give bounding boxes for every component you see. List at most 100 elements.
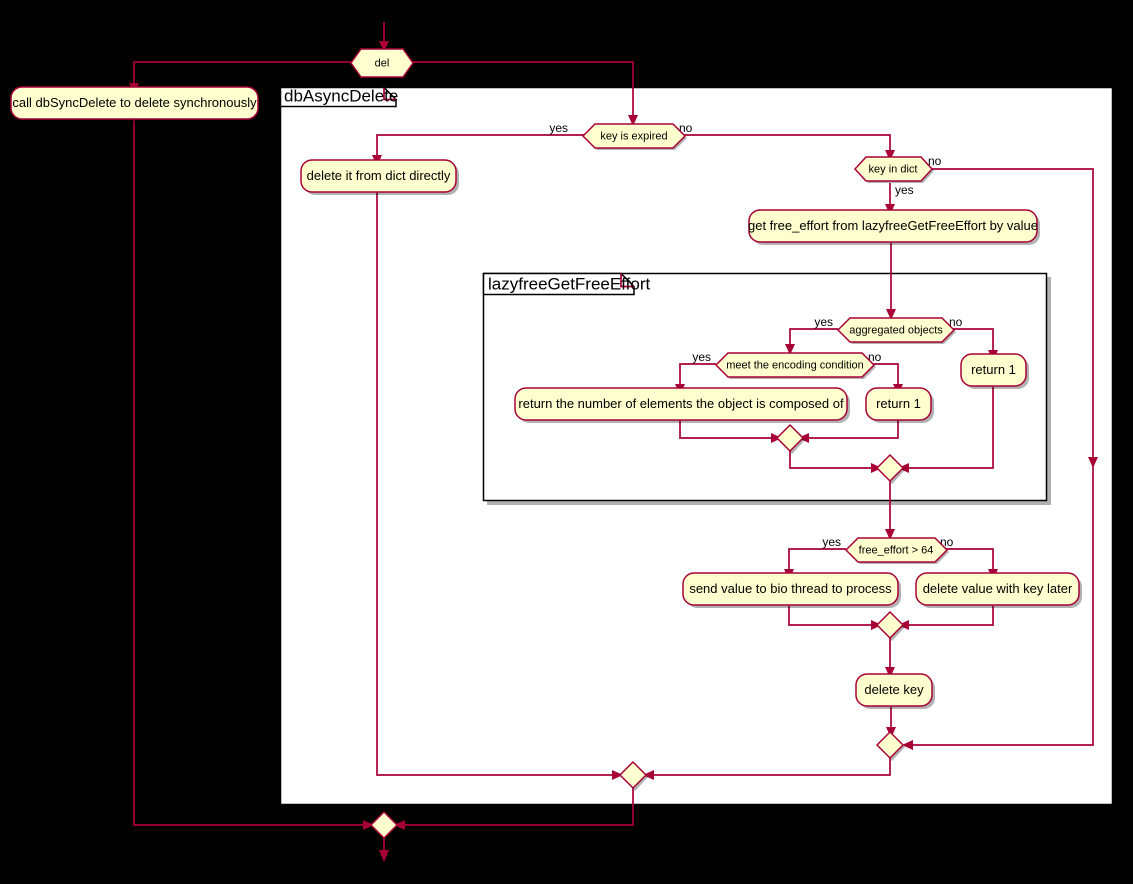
edge-del-to-sync	[133, 61, 360, 88]
edge-deletelater-to-mergeeffort	[904, 606, 994, 626]
edge-merge1-to-merge2	[789, 451, 876, 469]
node-deletedict-label: delete it from dict directly	[307, 168, 451, 183]
node-return1a-shape[interactable]	[865, 387, 932, 421]
merge-diamond-free-effort	[875, 610, 905, 641]
edge-label-keyindict-yes: yes	[895, 183, 914, 197]
edge-label-keyindict-no: no	[928, 154, 942, 168]
merge-effort-shape	[875, 610, 905, 640]
node-returnn-shape[interactable]	[514, 387, 848, 421]
node-deletelater-label: delete value with key later	[923, 581, 1073, 596]
node-aggregated-label: aggregated objects	[849, 324, 943, 336]
node-get-free-effort[interactable]: get free_effort from lazyfreeGetFreeEffo…	[748, 209, 1040, 245]
edge-mergepartition-to-final	[400, 788, 634, 826]
node-aggregated-shape[interactable]	[836, 317, 956, 343]
node-meetenc-label: meet the encoding condition	[726, 359, 864, 371]
partition-lazyfree-title: lazyfreeGetFreeEffort	[488, 274, 650, 293]
node-meet-encoding-condition[interactable]: meet the encoding condition	[714, 352, 876, 379]
edge-returnn-to-merge1	[679, 420, 776, 439]
edge-label-aggregated-no: no	[949, 315, 963, 329]
edge-aggregated-yes	[789, 328, 838, 349]
node-return-number-of-elements[interactable]: return the number of elements the object…	[514, 387, 850, 423]
node-deletekey-shape[interactable]	[855, 673, 933, 707]
node-delete-value-with-key-later[interactable]: delete value with key later	[915, 572, 1082, 608]
node-sendbio-shape[interactable]	[682, 572, 899, 606]
merge-dict-shape	[875, 730, 905, 760]
edge-label-meetenc-no: no	[868, 350, 882, 364]
node-sync-label: call dbSyncDelete to delete synchronousl…	[12, 95, 257, 110]
node-freeeffort-shape[interactable]	[844, 537, 949, 563]
node-returnn-label: return the number of elements the object…	[518, 396, 844, 411]
node-meetenc-shape[interactable]	[714, 352, 876, 378]
edge-meetenc-yes	[679, 363, 716, 389]
node-aggregated-objects[interactable]: aggregated objects	[836, 317, 956, 344]
node-return1b-label: return 1	[971, 362, 1016, 377]
arrowhead-final-end	[379, 850, 389, 862]
edge-mergedict-to-mergepartition	[649, 758, 891, 776]
node-geteffort-label: get free_effort from lazyfreeGetFreeEffo…	[748, 218, 1038, 233]
node-delete-from-dict[interactable]: delete it from dict directly	[300, 159, 459, 195]
edge-label-meetenc-yes: yes	[692, 350, 711, 364]
partition-dbAsyncDelete-tab	[279, 86, 397, 108]
node-del-label: del	[375, 57, 390, 69]
node-send-value-to-bio-thread[interactable]: send value to bio thread to process	[682, 572, 901, 608]
edge-layer: yes no yes no yes no yes	[129, 22, 1098, 862]
node-return-1-encoding[interactable]: return 1	[865, 387, 934, 423]
node-keyexpired-shape[interactable]	[581, 123, 687, 149]
arrowhead-del-keyexpired	[628, 115, 638, 126]
edge-label-aggregated-yes: yes	[814, 315, 833, 329]
edge-sendbio-to-mergeeffort	[788, 606, 876, 626]
edge-label-freeeffort-yes: yes	[822, 535, 841, 549]
node-del[interactable]: del	[350, 48, 415, 79]
merge-diamond-inner-2	[875, 453, 905, 484]
node-deletelater-shape[interactable]	[915, 572, 1080, 606]
node-deletedict-shape[interactable]	[300, 159, 457, 193]
merge-partition-shape	[618, 760, 648, 790]
node-key-in-dict[interactable]: key in dict	[853, 156, 934, 183]
arrowhead-deletedict-merge	[612, 770, 623, 780]
arrowhead-keyindict-no-mid	[1088, 457, 1098, 468]
merge-final-shape	[369, 810, 399, 840]
node-return1b-shape[interactable]	[960, 353, 1027, 387]
merge-diamond-key-in-dict	[875, 730, 905, 761]
node-key-is-expired[interactable]: key is expired	[581, 123, 687, 150]
arrowhead-aggregated-yes	[785, 344, 795, 355]
partition-dbAsyncDelete-fold	[383, 87, 396, 101]
merge-diamond-partition	[618, 760, 648, 791]
node-delete-key[interactable]: delete key	[855, 673, 935, 709]
node-keyexpired-label: key is expired	[600, 130, 667, 142]
edge-keyexpired-yes	[376, 134, 586, 160]
node-call-dbsyncdelete[interactable]: call dbSyncDelete to delete synchronousl…	[10, 86, 261, 122]
partition-lazyfree-tab	[482, 272, 635, 296]
node-deletekey-label: delete key	[864, 682, 924, 697]
edge-deletedict-to-merge	[376, 192, 617, 776]
edge-meetenc-no	[864, 363, 899, 389]
node-free-effort-gt-64[interactable]: free_effort > 64	[844, 537, 949, 564]
edge-label-keyexpired-no: no	[679, 121, 693, 135]
edge-return1b-to-merge2	[904, 387, 994, 469]
node-sync-shape[interactable]	[10, 86, 259, 120]
arrowhead-keyexpired-no	[885, 150, 895, 161]
partition-lazyfree-frame	[482, 272, 1048, 502]
arrowhead-merge2-freeeffort	[885, 529, 895, 540]
edge-label-keyexpired-yes: yes	[549, 121, 568, 135]
arrowhead-mergedict-mergepartition	[643, 770, 654, 780]
arrowhead-start-del	[379, 41, 389, 52]
edge-sync-to-final-merge	[133, 117, 368, 826]
edge-aggregated-no	[944, 328, 994, 355]
arrowhead-sync-final	[363, 820, 374, 830]
node-keyindict-shape[interactable]	[853, 156, 934, 182]
merge-diamond-final	[369, 810, 399, 841]
node-geteffort-shape[interactable]	[748, 209, 1038, 243]
edge-freeeffort-no	[935, 548, 994, 574]
partition-dbAsyncDelete-title: dbAsyncDelete	[284, 86, 398, 105]
edge-keyexpired-no	[681, 134, 891, 155]
arrowhead-keyindict-no	[902, 740, 913, 750]
merge-inner1-shape	[775, 423, 805, 453]
merge-inner2-shape	[875, 453, 905, 483]
node-keyindict-label: key in dict	[869, 163, 918, 175]
node-return1a-label: return 1	[876, 396, 921, 411]
node-del-shape[interactable]	[350, 48, 414, 78]
node-return-1-not-aggregated[interactable]: return 1	[960, 353, 1029, 389]
